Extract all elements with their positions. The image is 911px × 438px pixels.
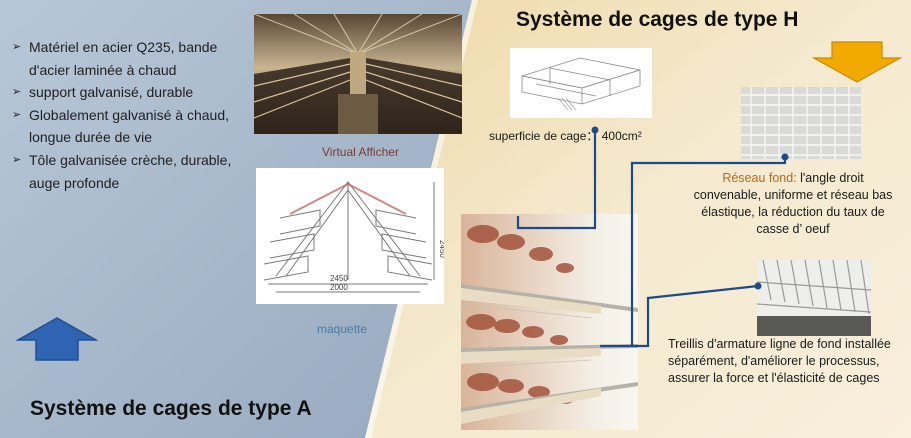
bottom-mesh-photo xyxy=(741,87,861,159)
arrow-bullet-icon: ➢ xyxy=(12,153,22,166)
up-arrow-icon xyxy=(16,317,98,361)
arrow-bullet-icon: ➢ xyxy=(12,86,22,99)
cage-sketch xyxy=(510,48,652,118)
laying-hens-photo xyxy=(461,214,638,430)
cage-area-label: superficie de cage： 400cm² xyxy=(489,129,642,143)
feature-list: ➢Matériel en acier Q235, bande d'acier l… xyxy=(12,36,247,194)
type-a-title: Système de cages de type A xyxy=(30,397,312,420)
reinforcement-wire-photo xyxy=(757,260,871,336)
list-item: ➢Matériel en acier Q235, bande d'acier l… xyxy=(12,36,247,81)
drawing-caption: maquette xyxy=(317,322,368,336)
arrow-bullet-icon: ➢ xyxy=(12,41,22,53)
cage-technical-drawing: 2450 2000 2450 xyxy=(256,168,444,304)
arrow-bullet-icon: ➢ xyxy=(12,108,22,121)
down-arrow-icon xyxy=(812,41,902,83)
poultry-house-photo xyxy=(254,14,462,134)
dimension-label: 2450 xyxy=(330,274,348,283)
list-item: ➢Globalement galvanisé à chaud, longue d… xyxy=(12,104,247,149)
dimension-label: 2000 xyxy=(330,283,348,292)
frame-description: Treillis d'armature ligne de fond instal… xyxy=(668,337,891,385)
dimension-label: 2450 xyxy=(438,240,444,258)
type-h-title: Système de cages de type H xyxy=(516,8,799,31)
list-item: ➢Tôle galvanisée crèche, durable, auge p… xyxy=(12,149,247,194)
mesh-description: Réseau fond: l'angle droit convenable, u… xyxy=(693,171,893,236)
photo-caption: Virtual Afficher xyxy=(322,145,399,159)
list-item: ➢support galvanisé, durable xyxy=(12,81,247,104)
